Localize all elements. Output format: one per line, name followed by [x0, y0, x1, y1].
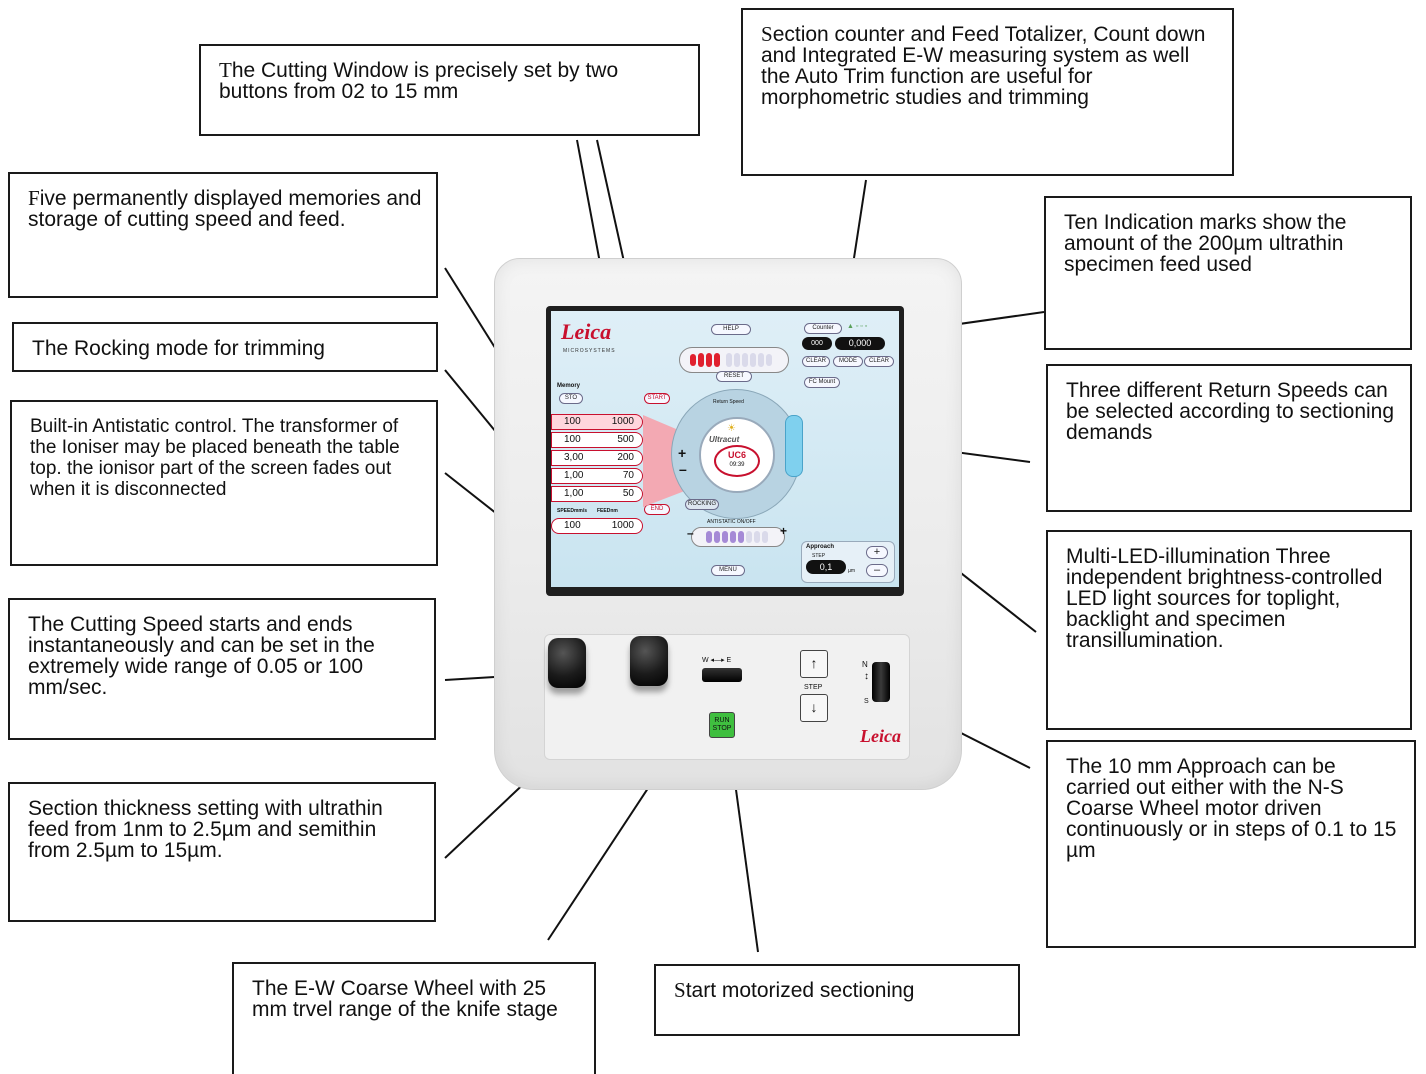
help-button[interactable]: HELP — [711, 324, 751, 335]
light-bulb-icon[interactable]: ☀ — [727, 423, 736, 434]
callout-ten-marks: Ten Indication marks show the amount of … — [1044, 196, 1412, 350]
touch-screen-bezel: Leica MICROSYSTEMS HELP Counter ▲ ▫ ▫ ▫ … — [546, 306, 904, 596]
ns-n-label: N — [862, 660, 868, 669]
step-up-button[interactable]: ↑ — [800, 650, 828, 678]
callout-cutting-window: The Cutting Window is precisely set by t… — [199, 44, 700, 136]
screen-logo: Leica — [561, 319, 612, 344]
callout-five-memories: Five permanently displayed memories and … — [8, 172, 438, 298]
callout-ew-wheel: The E-W Coarse Wheel with 25 mm trvel ra… — [232, 962, 596, 1074]
dial-brand: Ultracut — [709, 435, 740, 444]
step-down-button[interactable]: ↓ — [800, 694, 828, 722]
callout-led: Multi-LED-illumination Three independent… — [1046, 530, 1412, 730]
callout-cutting-speed: The Cutting Speed starts and ends instan… — [8, 598, 436, 740]
approach-panel: Approach STEP 0,1 µm + – — [801, 541, 895, 583]
ultramicrotome-control-unit: Leica MICROSYSTEMS HELP Counter ▲ ▫ ▫ ▫ … — [494, 258, 962, 790]
approach-minus-button[interactable]: – — [866, 564, 888, 577]
step-label: STEP — [804, 684, 823, 691]
dial-time: 09:39 — [729, 462, 745, 468]
stop-label: STOP — [712, 725, 732, 732]
antistatic-minus-icon[interactable]: – — [687, 526, 694, 540]
antistatic-level-marks — [706, 531, 768, 543]
approach-label: Approach — [806, 544, 835, 550]
end-button[interactable]: END — [644, 504, 670, 515]
screen-logo-subtitle: MICROSYSTEMS — [563, 348, 616, 354]
callout-approach: The 10 mm Approach can be carried out ei… — [1046, 740, 1416, 948]
clear-button-left[interactable]: CLEAR — [802, 356, 830, 367]
control-panel — [544, 634, 910, 760]
callout-return-speeds: Three different Return Speeds can be sel… — [1046, 364, 1412, 512]
feed-totalizer-display: 0,000 — [835, 337, 885, 350]
plus-icon[interactable]: + — [678, 445, 687, 461]
section-counter-display: 000 — [802, 337, 832, 350]
antistatic-label: ANTISTATIC ON/OFF — [707, 519, 756, 525]
feed-label: FEEDnm — [597, 508, 618, 514]
indication-marks-icon: ▲ ▫ ▫ ▫ — [847, 323, 868, 330]
memory-label: Memory — [557, 383, 581, 389]
callout-section-counter: Section counter and Feed Totalizer, Coun… — [741, 8, 1234, 176]
cutting-speed-knob[interactable] — [548, 638, 586, 688]
antistatic-plus-icon[interactable]: + — [780, 524, 788, 538]
return-speed-label: Return Speed — [713, 399, 744, 405]
ns-coarse-wheel[interactable] — [872, 662, 890, 702]
run-stop-button[interactable]: RUN STOP — [709, 712, 735, 738]
section-thickness-knob[interactable] — [630, 636, 668, 686]
run-label: RUN — [714, 717, 730, 724]
ew-coarse-wheel[interactable] — [702, 668, 742, 682]
callout-start-sectioning: Start motorized sectioning — [654, 964, 1020, 1036]
rocking-button[interactable]: ROCKING — [685, 499, 719, 510]
dial-badge: UC6 09:39 — [714, 445, 760, 477]
counter-button[interactable]: Counter — [804, 323, 842, 334]
clear-button-right[interactable]: CLEAR — [864, 356, 894, 367]
start-button[interactable]: START — [644, 393, 670, 404]
mode-button[interactable]: MODE — [833, 356, 863, 367]
minus-icon[interactable]: – — [679, 461, 687, 477]
callout-rocking: The Rocking mode for trimming — [12, 322, 438, 372]
ew-wheel-label: W ◂—▸ E — [702, 657, 732, 664]
approach-plus-button[interactable]: + — [866, 546, 888, 559]
callout-section-thickness: Section thickness setting with ultrathin… — [8, 782, 436, 922]
dial-model: UC6 — [727, 450, 746, 460]
approach-step-value: 0,1 — [806, 560, 846, 574]
approach-step-label: STEP — [812, 553, 826, 559]
touch-screen: Leica MICROSYSTEMS HELP Counter ▲ ▫ ▫ ▫ … — [551, 311, 899, 587]
feed-indication-marks — [690, 353, 772, 367]
speed-label: SPEEDmm/s — [557, 508, 588, 514]
antistatic-bar[interactable] — [691, 527, 785, 547]
feed-indication-bar — [679, 347, 789, 373]
approach-unit: µm — [848, 568, 856, 574]
return-speed-selector[interactable] — [785, 415, 803, 477]
ns-arrow-icon: ↕ — [864, 671, 869, 682]
menu-button[interactable]: MENU — [711, 565, 745, 576]
fc-mount-button[interactable]: FC Mount — [804, 377, 840, 388]
reset-button[interactable]: RESET — [716, 371, 752, 382]
panel-logo: Leica — [860, 726, 901, 746]
ns-s-label: S — [864, 698, 869, 705]
callout-antistatic: Built-in Antistatic control. The transfo… — [10, 400, 438, 566]
store-button[interactable]: STO — [559, 393, 583, 404]
